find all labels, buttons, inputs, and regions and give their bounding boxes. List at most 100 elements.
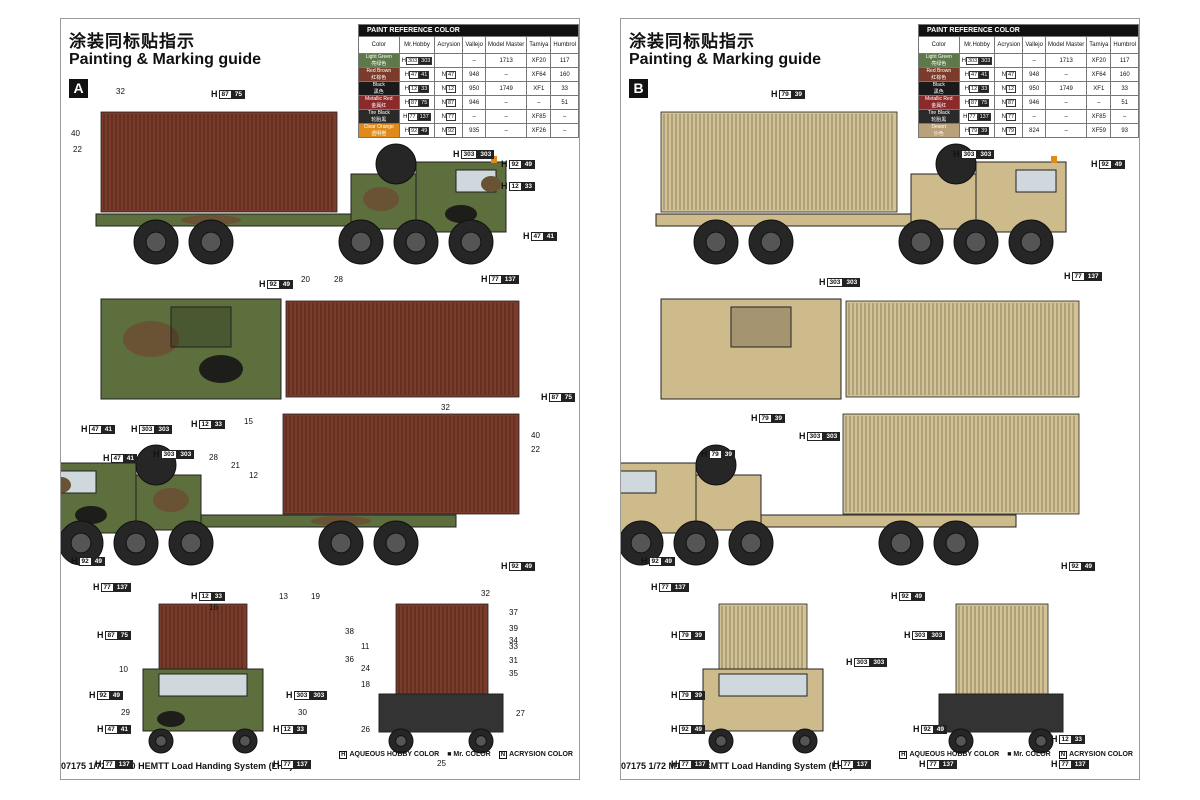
color-name-cn: 轮胎黑	[371, 117, 387, 123]
decal-number: 25	[437, 759, 446, 768]
wheel-hub	[460, 231, 482, 253]
decal-number: 37	[509, 608, 518, 617]
color-name: Red Brown	[366, 68, 392, 74]
humbrol-code: –	[550, 123, 579, 138]
color-name-cn: 透明橙	[371, 131, 387, 137]
humbrol-code: 93	[1110, 123, 1139, 138]
decal-number: 28	[209, 453, 218, 462]
decal-number: 29	[121, 708, 130, 717]
color-name-cn: 金属红	[371, 103, 387, 109]
title-english: Painting & Marking guide	[69, 51, 262, 68]
wheel-hub	[1035, 735, 1047, 747]
color-name-cn: 亮绿色	[931, 61, 947, 67]
camo-patch	[199, 355, 243, 383]
legend-key: ■	[1007, 751, 1012, 758]
decal-number: 10	[119, 665, 128, 674]
truck-side-view	[95, 143, 507, 265]
wheel-hub	[1020, 231, 1042, 253]
paint-reference-table: PAINT REFERENCE COLOR Color Mr.Hobby Acr…	[358, 24, 579, 138]
wheel-hub	[350, 231, 372, 253]
title-chinese: 涂装同标贴指示	[629, 32, 755, 51]
truck-rear-view	[378, 693, 504, 733]
decal-number: 12	[249, 471, 258, 480]
tamiya-code: XF64	[526, 67, 552, 82]
decal-number: 39	[509, 624, 518, 633]
wheel-hub	[630, 532, 652, 554]
decal-number: 38	[345, 627, 354, 636]
footer-caption: 07175 1/72 M1120 HEMTT Load Handing Syst…	[61, 761, 293, 771]
shipping-container	[282, 413, 520, 515]
legend-label: Mr. COLOR	[453, 751, 491, 758]
decal-number: 11	[361, 642, 370, 651]
engine-deck	[730, 306, 792, 348]
camo-patch	[363, 187, 399, 211]
wheel-hub	[180, 532, 202, 554]
decal-number: 32	[116, 87, 125, 96]
shipping-container	[718, 603, 808, 675]
legend-key: H	[899, 751, 908, 759]
vehicle-illustrations	[621, 111, 1080, 754]
legend-label: AQUEOUS HOBBY COLOR	[909, 751, 1000, 758]
windshield	[158, 673, 248, 697]
wheel-hub	[760, 231, 782, 253]
shipping-container	[955, 603, 1049, 697]
shipping-container	[660, 111, 898, 213]
camo-patch	[61, 477, 71, 493]
decal-number: 33	[509, 642, 518, 651]
color-name-cn: 黑色	[933, 89, 944, 95]
wheel-hub	[475, 735, 487, 747]
decal-number: 22	[73, 145, 82, 154]
color-name: Light Green	[365, 54, 392, 60]
camo-patch	[153, 488, 189, 512]
vallejo-code: 824	[1022, 123, 1046, 138]
shipping-container	[395, 603, 489, 697]
mm-code: –	[1044, 123, 1088, 138]
col-header: Tamiya	[526, 36, 552, 54]
camo-patch	[481, 176, 501, 192]
wheel-hub	[70, 532, 92, 554]
color-name-cn: 亮绿色	[371, 61, 387, 67]
mm-code: –	[484, 109, 528, 124]
truck-side-view	[61, 444, 457, 566]
wheel-hub	[965, 231, 987, 253]
decal-number: 32	[441, 403, 450, 412]
decal-number: 26	[361, 725, 370, 734]
color-name: Tire Black	[367, 110, 390, 116]
legend-label: ACRYSION COLOR	[1069, 751, 1133, 758]
shipping-container	[285, 300, 520, 398]
color-name-cn: 红棕色	[371, 75, 387, 81]
truck-side-view	[621, 444, 1017, 566]
legend-label: ACRYSION COLOR	[509, 751, 573, 758]
wheel-hub	[955, 735, 967, 747]
shipping-container	[842, 413, 1080, 515]
decal-number: 15	[244, 417, 253, 426]
scheme-letter: B	[629, 79, 648, 98]
wheel-hub	[910, 231, 932, 253]
color-name: Red Brown	[926, 68, 952, 74]
